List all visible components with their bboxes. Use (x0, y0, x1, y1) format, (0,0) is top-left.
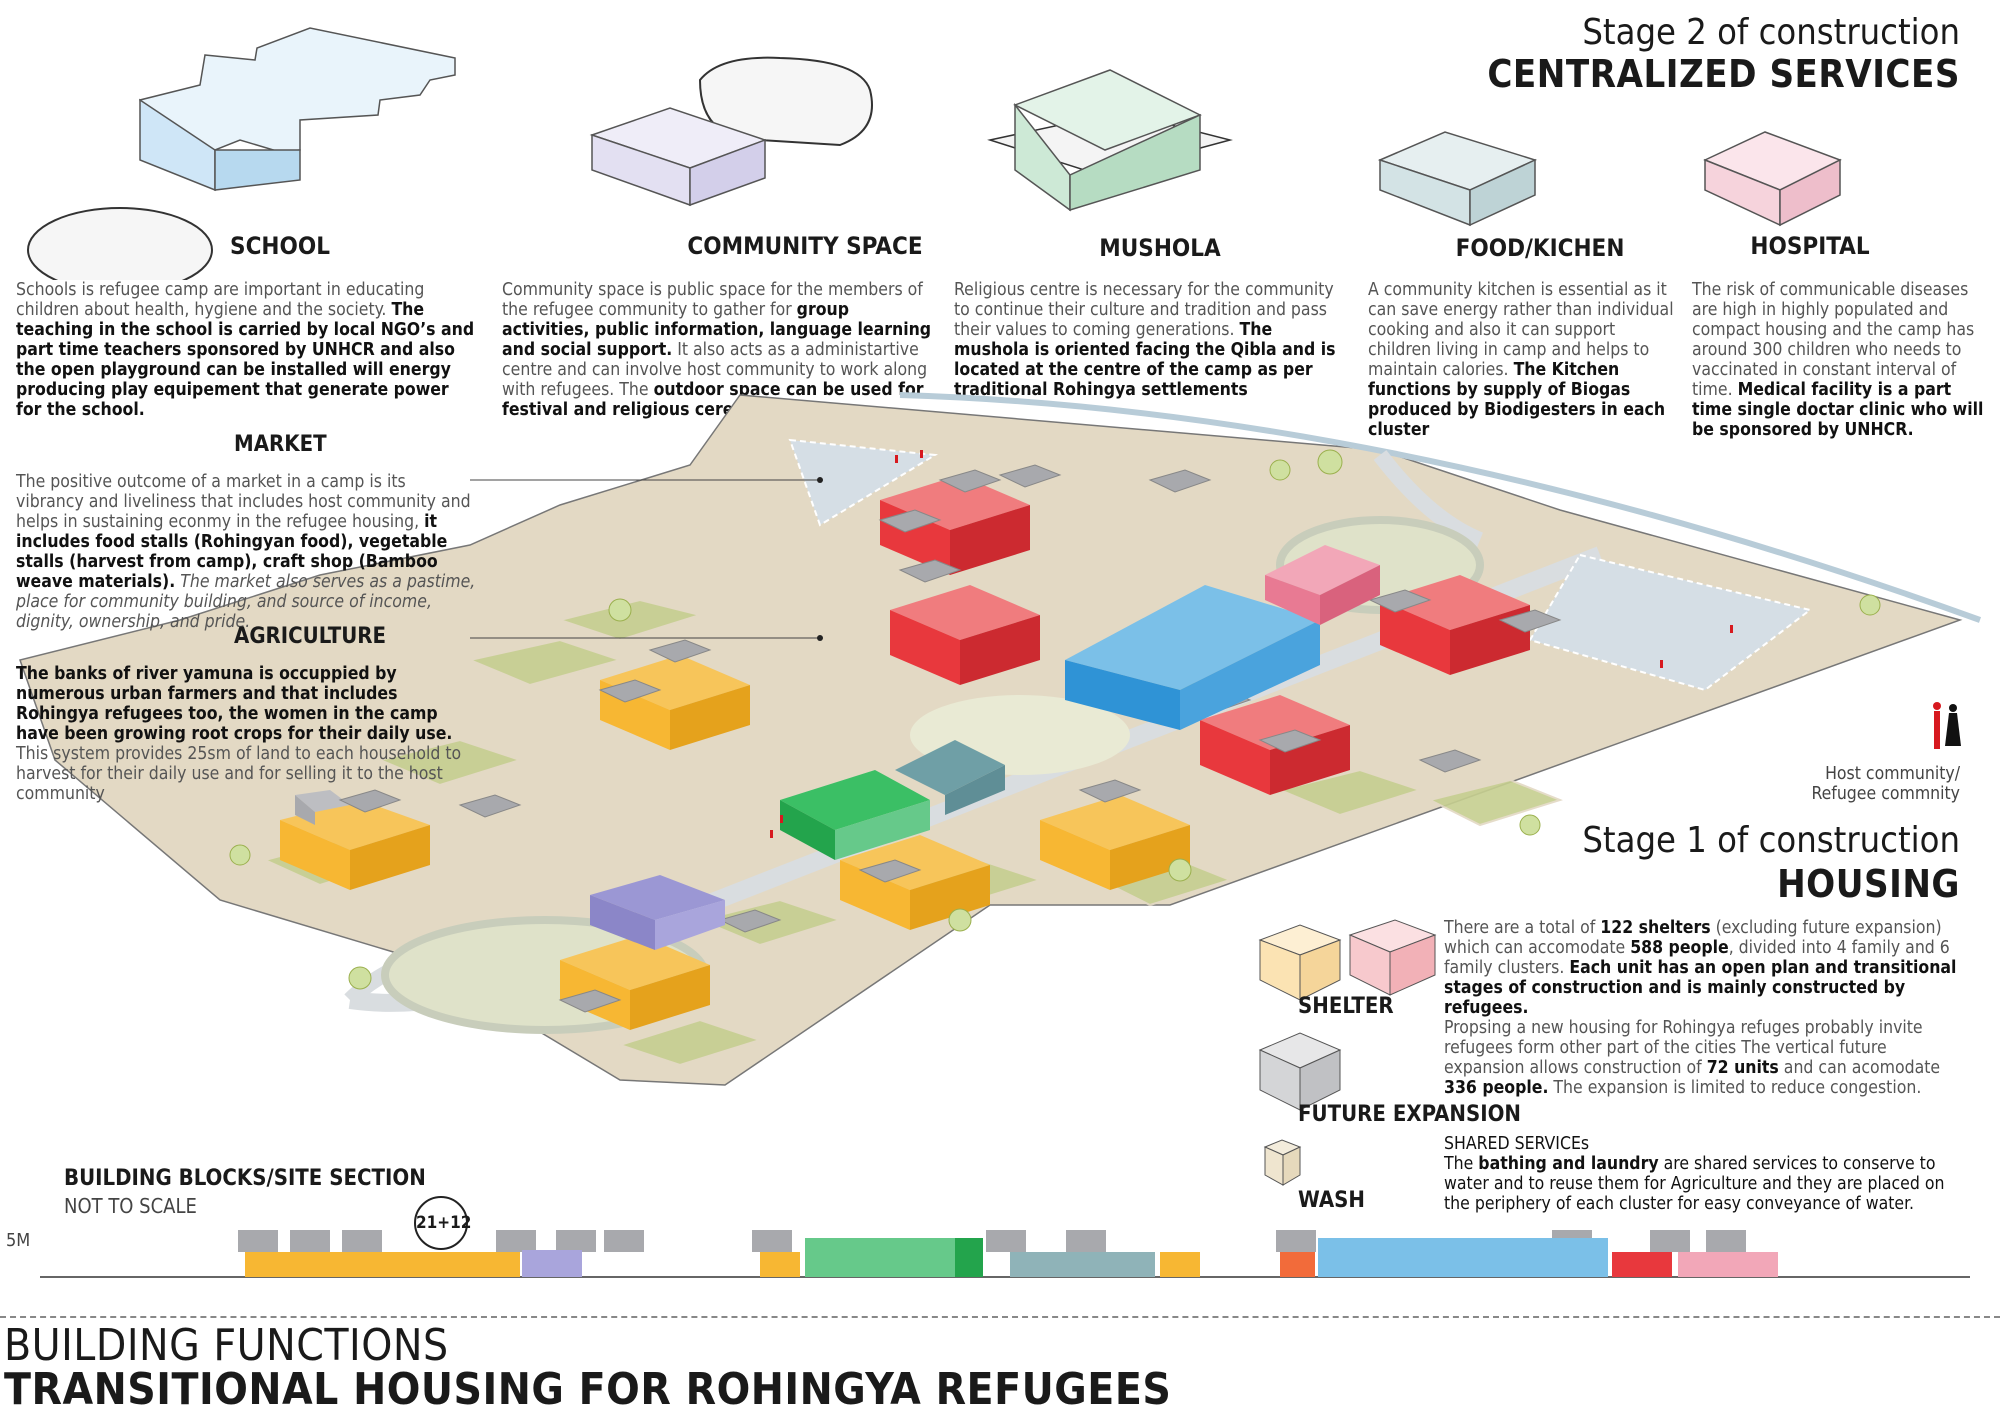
kitchen-text-bold: The Kitchen functions by supply of Bioga… (1368, 360, 1666, 440)
housing-legend-icons (1258, 919, 1437, 1186)
section-scale: 5M (6, 1230, 31, 1251)
housing-text-b2: 72 units (1706, 1058, 1779, 1078)
housing-text-c4: are shared services to conserve to water… (1444, 1154, 1945, 1214)
wash-icon (1263, 1139, 1302, 1186)
site-trees (229, 449, 1881, 990)
section-title: BUILDING BLOCKS/SITE SECTION (64, 1166, 426, 1191)
school-playground (788, 438, 939, 527)
school-title: SCHOOL (230, 232, 330, 260)
hospital-playground (1528, 553, 1813, 692)
housing-text-a6: Each unit has an open plan and transitio… (1444, 958, 1957, 1018)
mushola-text-bold: The mushola is oriented facing the Qibla… (954, 320, 1336, 400)
housing-text-a3: (excluding future expansion) which can a… (1444, 918, 1942, 958)
housing-text-c2: The (1444, 1154, 1479, 1174)
school-text: Schools is refugee camp are important in… (16, 280, 425, 320)
school-description: Schools is refugee camp are important in… (16, 280, 476, 420)
market-text-italic: The market also serves as a pastime, pla… (16, 572, 476, 632)
housing-text-b1: Propsing a new housing for Rohingya refu… (1444, 1018, 1923, 1078)
legend-future-expansion: FUTURE EXPANSION (1298, 1102, 1521, 1127)
future-expansion-units (338, 464, 1562, 1013)
mushola-description: Religious centre is necessary for the co… (954, 280, 1344, 400)
kitchen-building-icon (1377, 131, 1538, 227)
kitchen-text: A community kitchen is essential as it c… (1368, 280, 1674, 380)
people-legend-text: Host community/ Refugee commnity (1811, 764, 1960, 804)
hospital-description: The risk of communicable diseases are hi… (1692, 280, 1992, 440)
stage1-title: HOUSING (1777, 862, 1960, 906)
shelter-cluster-west (280, 790, 430, 890)
kitchen-description: A community kitchen is essential as it c… (1368, 280, 1680, 440)
stage2-label: Stage 2 of construction (1582, 12, 1960, 53)
market-text-bold: it includes food stalls (Rohingyan food)… (16, 512, 448, 592)
housing-description-2: Propsing a new housing for Rohingya refu… (1444, 1018, 1964, 1098)
community-building-icon (589, 56, 873, 207)
housing-text-b5: The expansion is limited to reduce conge… (1548, 1078, 1922, 1098)
hospital-text-bold: Medical facility is a part time single d… (1692, 380, 1984, 440)
mushola-building (780, 770, 930, 860)
agriculture-text-bold: The banks of river yamuna is occuppied b… (16, 664, 453, 744)
housing-text-b3: and can acomodate (1778, 1058, 1941, 1078)
people-legend-line2: Refugee commnity (1811, 784, 1960, 804)
footer-divider (0, 1316, 2000, 1318)
people-legend-line1: Host community/ (1825, 764, 1960, 784)
legend-shelter: SHELTER (1298, 994, 1394, 1019)
footer-line2: TRANSITIONAL HOUSING FOR ROHINGYA REFUGE… (4, 1364, 1172, 1415)
site-section-strip (40, 1230, 1970, 1278)
mushola-building-icon (987, 69, 1233, 212)
housing-description-3: SHARED SERVICEs The bathing and laundry … (1444, 1134, 1964, 1214)
hospital-text: The risk of communicable diseases are hi… (1692, 280, 1975, 400)
stage1-label: Stage 1 of construction (1582, 820, 1960, 861)
mushola-text: Religious centre is necessary for the co… (954, 280, 1334, 340)
school-building (1065, 585, 1320, 730)
people-legend-icon (1933, 702, 1961, 749)
market-title: MARKET (234, 432, 327, 457)
community-building (590, 875, 725, 950)
kitchen-building (895, 740, 1005, 815)
site-plan (19, 392, 1982, 1086)
community-text: Community space is public space for the … (502, 280, 923, 320)
housing-text-a4: 588 people (1630, 938, 1729, 958)
housing-text-b4: 336 people. (1444, 1078, 1549, 1098)
market-text: The positive outcome of a market in a ca… (16, 472, 471, 532)
service-buildings (27, 27, 1842, 280)
housing-text-a5: , divided into 4 family and 6 family clu… (1444, 938, 1950, 978)
housing-text-c3: bathing and laundry (1478, 1154, 1659, 1174)
market-description: The positive outcome of a market in a ca… (16, 472, 476, 632)
agriculture-text: This system provides 25sm of land to eac… (16, 744, 462, 804)
housing-text-a2: 122 shelters (1600, 918, 1711, 938)
footer-line1: BUILDING FUNCTIONS (4, 1320, 449, 1371)
shelter-red-icon (1348, 919, 1437, 996)
section-badge: 21+12 (414, 1196, 471, 1250)
community-title: COMMUNITY SPACE (687, 232, 923, 260)
housing-description-1: There are a total of 122 shelters (exclu… (1444, 918, 1964, 1018)
stage2-title: CENTRALIZED SERVICES (1487, 52, 1960, 96)
community-text-2: It also acts as a administartive centre … (502, 340, 928, 400)
agriculture-title: AGRICULTURE (234, 624, 387, 649)
shelter-yellow-icon (1258, 924, 1342, 1001)
shared-services-heading: SHARED SERVICEs (1444, 1134, 1590, 1154)
kitchen-title: FOOD/KICHEN (1455, 234, 1625, 262)
hospital-building-icon (1703, 131, 1842, 227)
agriculture-description: The banks of river yamuna is occuppied b… (16, 664, 464, 804)
section-subtitle: NOT TO SCALE (64, 1194, 197, 1218)
school-building-icon (27, 27, 456, 280)
shelter-cluster-southeast (840, 795, 1190, 930)
hospital-building (1265, 545, 1380, 625)
mushola-title: MUSHOLA (1099, 234, 1221, 262)
site-people (770, 450, 1733, 838)
future-expansion-icon (1258, 1032, 1342, 1111)
school-text-bold: The teaching in the school is carried by… (16, 300, 475, 420)
legend-wash: WASH (1298, 1188, 1365, 1213)
hospital-title: HOSPITAL (1750, 232, 1870, 260)
housing-text-a1: There are a total of (1444, 918, 1601, 938)
community-text-bold: group activities, public information, la… (502, 300, 932, 360)
